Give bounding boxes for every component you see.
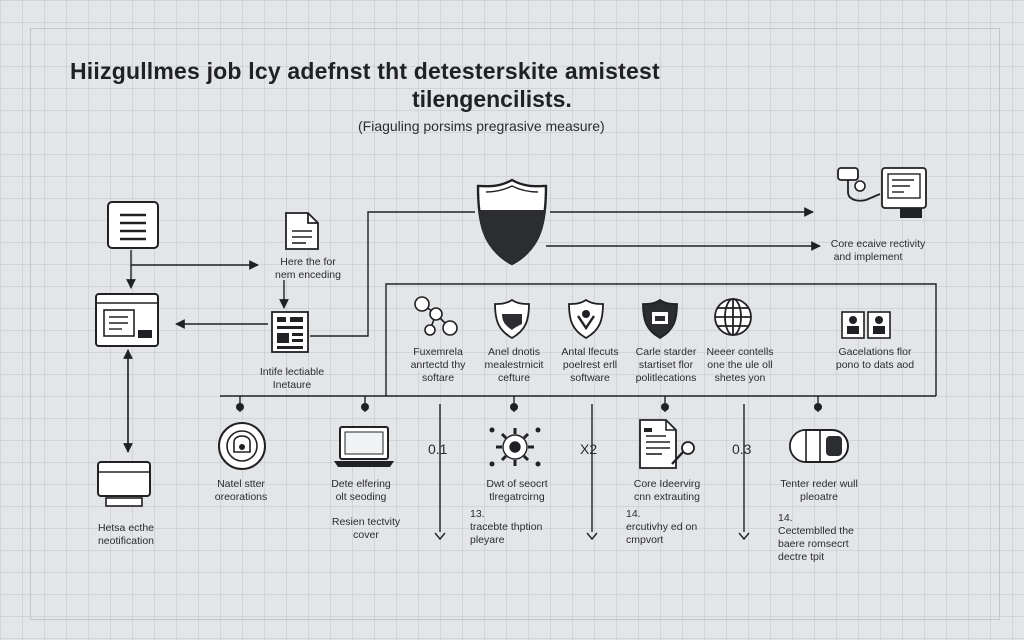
diagram-subtitle: (Fiaguling porsims pregrasive measure) [358, 118, 605, 134]
step-3-number: 13. [470, 508, 485, 520]
step-2-extra1: Resien tectvity [331, 516, 401, 528]
panel-item-5-line2: one the ule oll [707, 359, 773, 371]
step-5-line2: pleoatre [800, 491, 838, 503]
step-3-line2: tlregatrcirng [489, 491, 545, 503]
marker-1: 0.1 [428, 441, 448, 457]
step-4-number: 14. [626, 508, 641, 520]
panel-item-3-line3: software [570, 372, 610, 384]
panel-item-1-line3: softare [421, 372, 455, 384]
form-panel-icon [271, 311, 309, 353]
step-5-extra2: baere romsecrt [778, 538, 849, 550]
panel-item-2-line2: mealestrnicit [484, 359, 544, 371]
page-frame [30, 28, 1000, 620]
panel-item-6-line2: pono to dats aod [835, 359, 915, 371]
panel-item-3-line1: Antal lfecuts [561, 346, 619, 358]
panel-item-5-line3: shetes yon [714, 372, 766, 384]
step-5-number: 14. [778, 512, 793, 524]
panel-item-2-line3: cefture [497, 372, 531, 384]
globe-icon [714, 298, 752, 336]
label-core-ecaive-rectivity: Core ecaive rectivity [830, 238, 926, 250]
marker-3: 0.3 [732, 441, 752, 457]
step-4-line2: cnn extrauting [634, 491, 700, 503]
step-1-line2: oreorations [214, 491, 268, 503]
molecule-icon [414, 296, 458, 336]
step-3-extra1: tracebte thption [470, 521, 543, 533]
list-icon [107, 201, 159, 249]
step-5-extra3: dectre tpit [778, 551, 825, 563]
diagram-title: Hiizgullmes job lcy adefnst tht detester… [70, 58, 660, 84]
shield-check-icon [568, 298, 604, 340]
label-hetsa-ecthe: Hetsa ecthe [97, 522, 155, 534]
step-4-extra1: ercutivhy ed on [626, 521, 698, 533]
panel-item-3-line2: poelrest erll [562, 359, 618, 371]
panel-item-1-line1: Fuxemrela [413, 346, 463, 358]
monitor-window-icon [95, 293, 159, 347]
panel-item-4-line3: politlecations [635, 372, 697, 384]
panel-item-2-line1: Anel dnotis [488, 346, 540, 358]
step-2-extra2: cover [353, 529, 379, 541]
document-key-icon [639, 419, 695, 469]
marker-2: X2 [580, 441, 598, 457]
document-icon [285, 212, 319, 250]
panel-item-4-line2: startiset flor [638, 359, 694, 371]
step-5-extra1: Cectemblled the [778, 525, 854, 537]
helmet-icon [218, 422, 266, 470]
step-3-line1: Dwt of seocrt [486, 478, 548, 490]
surveillance-camera-icon [837, 167, 927, 218]
step-4-line1: Core Ideervirg [633, 478, 701, 490]
gear-network-icon [489, 427, 541, 467]
label-nem-enceding: nem enceding [275, 269, 341, 281]
label-neotification: neotification [97, 535, 155, 547]
panel-item-4-line1: Carle starder [635, 346, 697, 358]
panel-item-5-line1: Neeer contells [706, 346, 774, 358]
label-intife-lectiable: Intife lectiable [259, 366, 325, 378]
step-1-line1: Natel stter [217, 478, 265, 490]
step-2-line2: olt seoding [335, 491, 387, 503]
step-2-line1: Dete elfering [331, 478, 391, 490]
label-here-the-for: Here the for [280, 256, 336, 268]
laptop-icon [334, 426, 394, 467]
step-4-extra2: cmpvort [626, 534, 664, 546]
shield-icon [476, 178, 548, 266]
panel-item-1-line2: anrtectd thy [410, 359, 466, 371]
shield-scroll-icon [494, 298, 530, 340]
panel-item-6-line1: Gacelations flor [838, 346, 912, 358]
capsule-icon [789, 429, 849, 463]
shield-badge-icon [642, 298, 678, 340]
step-5-line1: Tenter reder wull [780, 478, 858, 490]
diagram-title-line2: tilengencilists. [412, 86, 572, 112]
label-and-implement: and implement [833, 251, 903, 263]
people-icon [841, 311, 891, 339]
step-3-extra2: pleyare [470, 534, 505, 546]
desktop-computer-icon [97, 461, 151, 507]
label-inetaure: Inetaure [272, 379, 312, 391]
